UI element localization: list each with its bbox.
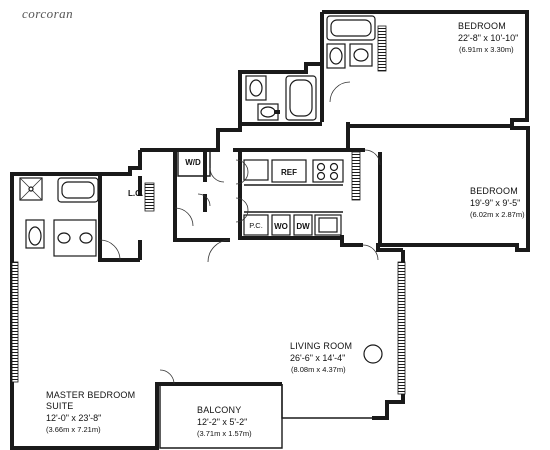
bedroom-right-name: BEDROOM: [470, 186, 518, 196]
balcony-dims: 12'-2" x 5'-2": [197, 417, 247, 427]
wo-label: WO: [274, 222, 288, 231]
bedroom-top-metric: (6.91m x 3.30m): [459, 45, 514, 54]
dw-label: DW: [296, 222, 310, 231]
master-bath: [19, 177, 121, 261]
bedroom-top-name: BEDROOM: [458, 21, 506, 31]
bath-top-right: [326, 15, 376, 103]
bath-middle: [245, 75, 317, 121]
master-dims: 12'-0" x 23'-8": [46, 413, 101, 423]
balcony-metric: (3.71m x 1.57m): [197, 429, 252, 438]
pc-label: P.C.: [249, 221, 263, 230]
bedroom-right-dims: 19'-9" x 9'-5": [470, 198, 520, 208]
wd-closet: W/D: [185, 158, 225, 183]
room-labels: BEDROOM 22'-8" x 10'-10" (6.91m x 3.30m)…: [46, 21, 525, 438]
master-name-line2: SUITE: [46, 401, 74, 411]
wd-label: W/D: [185, 158, 201, 167]
brand-logo: corcoran: [22, 6, 73, 21]
balcony-name: BALCONY: [197, 405, 241, 415]
door-swings: [159, 149, 383, 385]
lc-label: L.C.: [128, 189, 143, 198]
walls: [10, 10, 530, 450]
bedroom-right-metric: (6.02m x 2.87m): [470, 210, 525, 219]
linen-closet: L.C.: [128, 189, 211, 227]
windows: [11, 25, 406, 395]
living-room-metric: (8.08m x 4.37m): [291, 365, 346, 374]
living-room-dims: 26'-6" x 14'-4": [290, 353, 345, 363]
living-room-name: LIVING ROOM: [290, 341, 352, 351]
kitchen: REF P.C. WO DW: [235, 159, 344, 236]
bedroom-top-dims: 22'-8" x 10'-10": [458, 33, 518, 43]
ref-label: REF: [281, 168, 297, 177]
master-metric: (3.66m x 7.21m): [46, 425, 101, 434]
master-name-line1: MASTER BEDROOM: [46, 390, 135, 400]
